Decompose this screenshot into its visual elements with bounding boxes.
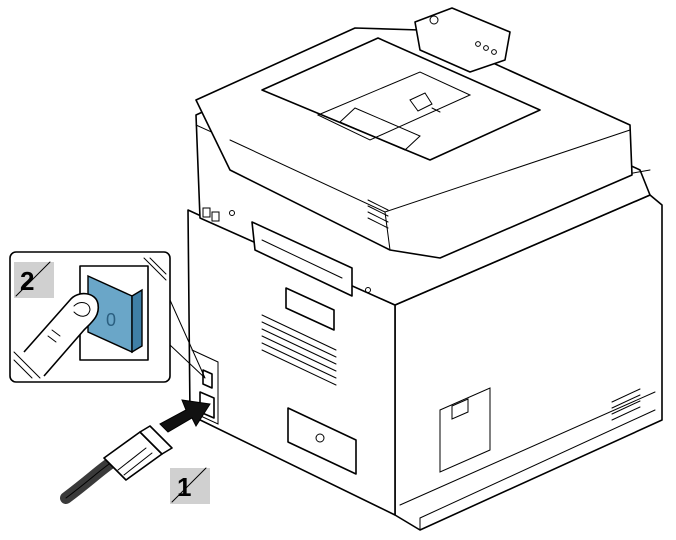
insert-arrow-icon [159, 399, 211, 433]
cable-cord-outline [65, 461, 113, 499]
side-panel [439, 387, 491, 473]
power-cable [60, 425, 173, 504]
step-1-label: 1 [177, 472, 191, 502]
step-1-badge: 1 [170, 467, 210, 504]
callout-pointer [169, 299, 206, 379]
step-2-label: 2 [20, 266, 34, 296]
lower-rear-cover [287, 407, 357, 475]
network-port-icon [211, 211, 220, 222]
usb-port-icon [202, 207, 211, 218]
switch-off-mark: 0 [106, 310, 116, 330]
power-indicator-icon [429, 15, 439, 25]
badge-hatch [15, 261, 51, 297]
side-vent-icon [611, 388, 641, 421]
scanner-vent-icon [367, 199, 389, 229]
rocker-switch-side [131, 288, 143, 354]
document-feed-icon [409, 92, 441, 113]
rear-door-handle [285, 287, 335, 331]
fingernail [73, 302, 91, 317]
paper-tray-line [399, 391, 656, 506]
control-panel [414, 7, 511, 73]
rear-power-switch [202, 369, 213, 389]
switch-callout: 0 2 [9, 251, 206, 383]
callout-hatch [13, 257, 167, 379]
finger [23, 292, 100, 377]
printer [187, 7, 663, 531]
step-2-badge: 2 [14, 261, 54, 298]
rear-vent-icon [261, 314, 337, 386]
